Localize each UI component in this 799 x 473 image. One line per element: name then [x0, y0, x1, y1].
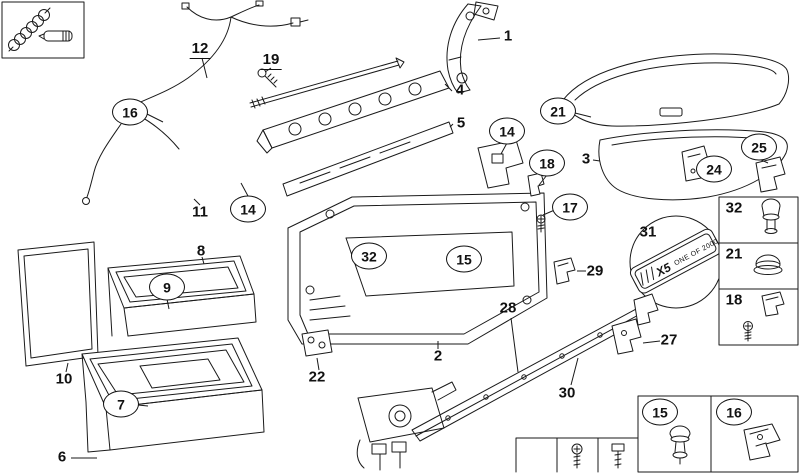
legend-box-32: [718, 196, 799, 244]
legend-label-32: 32: [725, 199, 743, 217]
spring-clip-icon: [761, 291, 785, 317]
callout-22: 22: [308, 368, 326, 386]
legend-label-21: 21: [725, 245, 743, 263]
callout-29: 29: [586, 262, 604, 280]
hinge-arm-drawing: [446, 1, 499, 94]
callout-16: 16: [112, 98, 148, 126]
bracket-27-drawing: [611, 318, 642, 355]
bracket-14-drawing: [477, 139, 524, 189]
lid-outer-panel-drawing: [562, 53, 790, 127]
screw-icon: [571, 443, 583, 469]
callout-2: 2: [433, 347, 443, 365]
latch-mechanism-drawing: [356, 381, 457, 471]
callout-11: 11: [192, 203, 208, 221]
callout-18: 18: [529, 149, 565, 177]
leader-lines: [65, 37, 769, 459]
legend-box-21: [718, 242, 799, 290]
bracket-22-drawing: [301, 329, 333, 357]
callout-7: 7: [103, 390, 139, 418]
callout-6: 6: [57, 448, 67, 466]
trim-strip-drawing: [282, 121, 454, 197]
callout-5: 5: [456, 114, 466, 132]
legend-label-16: 16: [716, 398, 752, 426]
callout-19: 19: [260, 51, 282, 70]
callout-30: 30: [558, 384, 576, 402]
spring-and-pin-drawing: [1, 1, 85, 59]
housing-drawing: [287, 192, 548, 345]
callout-14-b: 14: [489, 117, 525, 145]
callout-10: 10: [55, 370, 73, 388]
legend-label-15: 15: [642, 398, 678, 426]
grommet-icon: [753, 254, 783, 275]
callout-21: 21: [540, 97, 576, 125]
mat-panel-drawing: [17, 241, 99, 367]
storage-tray-drawing: [107, 255, 257, 337]
clip-29-drawing: [553, 257, 576, 285]
callout-3: 3: [581, 150, 591, 168]
screw-icon: [743, 321, 753, 342]
metal-clip-icon: [743, 423, 781, 461]
callout-25: 25: [741, 133, 777, 161]
screw-17-drawing: [536, 214, 546, 233]
callout-24: 24: [696, 155, 732, 183]
rubber-buffer-icon: [669, 425, 691, 465]
callout-17: 17: [552, 193, 588, 221]
callout-12: 12: [189, 40, 211, 59]
lower-strip-drawing: [411, 293, 659, 442]
callout-31: 31: [639, 223, 657, 241]
callout-28: 28: [499, 299, 517, 317]
bolt-icon: [611, 443, 625, 469]
clip-25-drawing: [755, 156, 786, 193]
callout-14-a: 14: [230, 195, 266, 223]
legend-box-18: [718, 288, 799, 346]
callout-15: 15: [446, 245, 482, 273]
callout-8: 8: [196, 242, 206, 260]
badge-model-text: X5: [653, 260, 674, 280]
legend-label-18: 18: [725, 291, 743, 309]
callout-27: 27: [660, 331, 678, 349]
callout-1: 1: [503, 27, 513, 45]
callout-4: 4: [455, 81, 465, 99]
legend-strip: [515, 437, 639, 473]
callout-9: 9: [149, 273, 185, 301]
rubber-buffer-icon: [761, 198, 781, 234]
callout-32: 32: [351, 242, 387, 270]
edition-badge-drawing: [629, 215, 723, 309]
